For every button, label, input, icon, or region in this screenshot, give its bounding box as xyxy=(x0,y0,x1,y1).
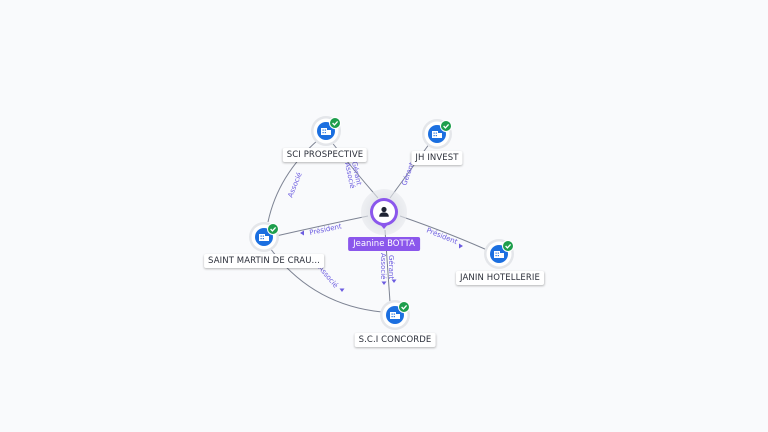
company-node-janin-hotellerie[interactable] xyxy=(484,239,514,269)
edge-arrows xyxy=(300,230,463,292)
arrow-associe-concorde xyxy=(339,288,345,292)
edge-label-associe-saint-martin-prospective: Associé xyxy=(286,171,303,199)
check-icon xyxy=(440,120,452,132)
arrow-president-janin xyxy=(459,243,463,249)
check-icon xyxy=(329,117,341,129)
company-label-jh-invest[interactable]: JH INVEST xyxy=(411,151,463,165)
edge-saint-martin-sci-prospective[interactable] xyxy=(267,139,319,223)
edge-label-president-janin: Président xyxy=(425,226,459,246)
person-label[interactable]: Jeanine BOTTA xyxy=(348,237,420,251)
company-label-sci-concorde[interactable]: S.C.I CONCORDE xyxy=(354,333,436,347)
edge-label-gerant-concorde: Gérant xyxy=(387,255,395,279)
company-node-saint-martin[interactable] xyxy=(249,222,279,252)
edge-label-associe-concorde: Associé xyxy=(379,253,387,279)
edge-person-saint-martin[interactable] xyxy=(275,215,369,237)
company-label-saint-martin[interactable]: SAINT MARTIN DE CRAU... xyxy=(204,254,324,268)
check-icon xyxy=(267,223,279,235)
building-icon xyxy=(432,131,442,138)
arrow-president-saint-martin xyxy=(300,230,304,236)
company-label-sci-prospective[interactable]: SCI PROSPECTIVE xyxy=(282,148,368,162)
company-label-janin-hotellerie[interactable]: JANIN HOTELLERIE xyxy=(456,271,544,285)
arrow-concorde-right xyxy=(391,279,397,283)
company-node-jh-invest[interactable] xyxy=(422,119,452,149)
person-icon xyxy=(379,206,389,217)
building-icon xyxy=(259,234,269,241)
building-icon xyxy=(494,251,504,258)
company-node-sci-prospective[interactable] xyxy=(311,116,341,146)
building-icon xyxy=(321,128,331,135)
arrow-concorde-left xyxy=(381,281,387,285)
check-icon xyxy=(398,301,410,313)
building-icon xyxy=(390,312,400,319)
company-node-sci-concorde[interactable] xyxy=(380,300,410,330)
person-node[interactable] xyxy=(361,189,407,235)
check-icon xyxy=(502,240,514,252)
